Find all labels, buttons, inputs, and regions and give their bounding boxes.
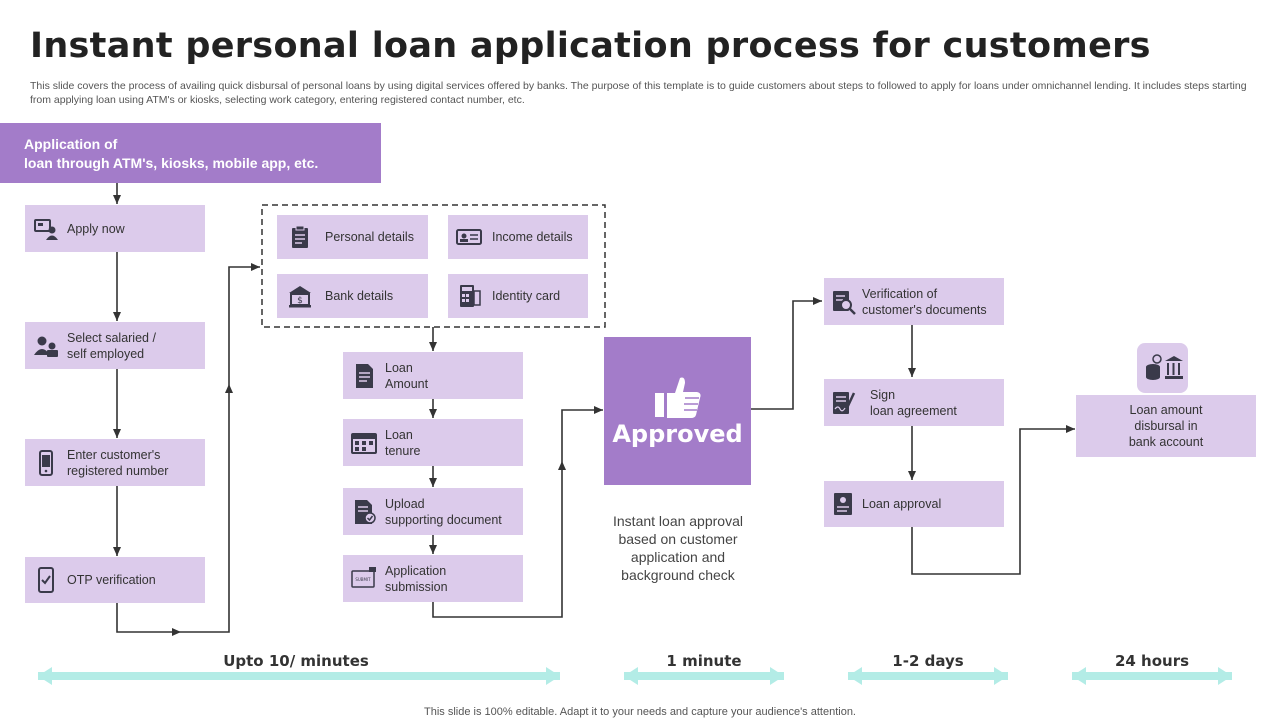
calculator-icon bbox=[456, 283, 482, 309]
step-label: Upload supporting document bbox=[385, 496, 502, 527]
arrow-to-approved bbox=[561, 406, 603, 461]
timeline-label-3: 1-2 days bbox=[892, 652, 964, 670]
detail-personal: Personal details bbox=[277, 215, 428, 259]
timeline-label-4: 24 hours bbox=[1114, 652, 1190, 670]
document-icon bbox=[351, 363, 377, 389]
detail-bank: $ Bank details bbox=[277, 274, 428, 318]
header-box: Application of loan through ATM's, kiosk… bbox=[0, 123, 381, 183]
step-label: Loan tenure bbox=[385, 427, 421, 458]
disbursal-label: Loan amount disbursal in bank account bbox=[1128, 403, 1204, 449]
step-upload-document: Upload supporting document bbox=[343, 488, 523, 535]
header-line-2: loan through ATM's, kiosks, mobile app, … bbox=[24, 155, 319, 171]
header-line-1: Application of bbox=[24, 136, 118, 152]
step-label: OTP verification bbox=[67, 573, 156, 587]
step-label: Select salaried / self employed bbox=[67, 330, 156, 361]
step-label: Enter customer's registered number bbox=[67, 447, 169, 478]
step-label: Loan approval bbox=[862, 497, 942, 511]
arrow-approved-to-verification bbox=[751, 297, 822, 410]
step-application-submission: SUBMIT Application submission bbox=[343, 555, 523, 602]
step-verification: Verification of customer's documents bbox=[824, 278, 1004, 325]
id-card-icon bbox=[456, 224, 482, 250]
approved-box bbox=[604, 337, 751, 485]
thumbs-up-icon bbox=[655, 377, 701, 418]
disbursal-box: Loan amount disbursal in bank account bbox=[1076, 395, 1256, 457]
person-computer-icon bbox=[33, 216, 59, 242]
timeline-label-2: 1 minute bbox=[666, 652, 742, 670]
page-title: Instant personal loan application proces… bbox=[30, 26, 1151, 66]
svg-text:$: $ bbox=[297, 296, 303, 306]
detail-income: Income details bbox=[448, 215, 588, 259]
signature-icon bbox=[830, 390, 856, 416]
calendar-icon bbox=[351, 430, 377, 456]
approved-label: Approved bbox=[612, 420, 743, 448]
step-label: Verification of customer's documents bbox=[862, 286, 987, 317]
connector-submission-to-approved bbox=[432, 461, 566, 618]
page-subtitle: This slide covers the process of availin… bbox=[30, 80, 1247, 106]
submit-screen-icon: SUBMIT bbox=[351, 566, 377, 592]
bank-money-icon bbox=[1146, 354, 1183, 380]
approval-document-icon bbox=[830, 491, 856, 517]
details-group-border bbox=[261, 204, 606, 328]
mobile-check-icon bbox=[33, 567, 59, 593]
footer-note: This slide is 100% editable. Adapt it to… bbox=[424, 706, 856, 718]
people-icon bbox=[33, 333, 59, 359]
document-search-icon bbox=[830, 289, 856, 315]
step-apply-now: Apply now bbox=[25, 205, 205, 252]
step-loan-amount: Loan Amount bbox=[343, 352, 523, 399]
submit-icon-text: SUBMIT bbox=[355, 577, 371, 582]
document-check-icon bbox=[351, 499, 377, 525]
connector-up-to-details bbox=[228, 263, 260, 384]
detail-label: Bank details bbox=[325, 289, 394, 303]
step-loan-tenure: Loan tenure bbox=[343, 419, 523, 466]
step-label: Application submission bbox=[385, 563, 448, 594]
arrow-otp-to-details bbox=[116, 603, 181, 636]
detail-label: Personal details bbox=[325, 230, 414, 244]
step-sign-agreement: Sign loan agreement bbox=[824, 379, 1004, 426]
bank-building-icon: $ bbox=[287, 283, 313, 309]
step-label: Sign loan agreement bbox=[870, 387, 957, 418]
step-otp-verification: OTP verification bbox=[25, 557, 205, 603]
step-enter-number: Enter customer's registered number bbox=[25, 439, 205, 486]
connector-otp-up bbox=[181, 384, 233, 633]
clipboard-icon bbox=[287, 224, 313, 250]
detail-label: Identity card bbox=[492, 289, 561, 303]
step-select-employment: Select salaried / self employed bbox=[25, 322, 205, 369]
detail-identity: Identity card bbox=[448, 274, 588, 318]
step-label: Loan Amount bbox=[385, 360, 429, 391]
detail-label: Income details bbox=[492, 230, 573, 244]
arrow-approval-to-disbursal bbox=[911, 425, 1075, 575]
approved-note: Instant loan approval based on customer … bbox=[613, 513, 743, 583]
bank-money-icon-bg bbox=[1137, 343, 1188, 393]
step-loan-approval: Loan approval bbox=[824, 481, 1004, 527]
timeline-label-1: Upto 10/ minutes bbox=[223, 652, 369, 670]
mobile-phone-icon bbox=[33, 449, 59, 476]
step-label: Apply now bbox=[67, 221, 125, 236]
